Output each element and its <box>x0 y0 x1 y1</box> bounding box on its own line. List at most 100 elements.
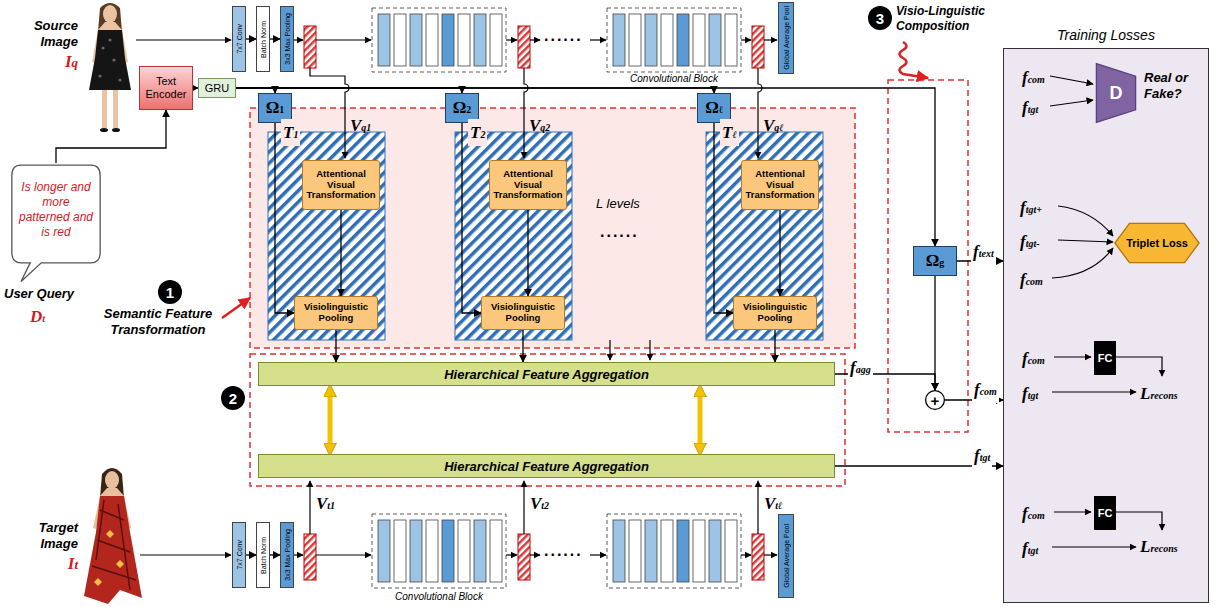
feature-label: Vt2 <box>530 490 549 517</box>
source-photo <box>112 58 115 61</box>
source-photo <box>118 78 121 81</box>
conv-block <box>725 520 737 582</box>
edge-label: fagg <box>848 354 873 381</box>
edge-label: T1 <box>281 119 300 146</box>
trap-outline <box>1096 64 1135 123</box>
connector <box>774 330 775 362</box>
target-photo <box>92 500 136 590</box>
conv-block <box>378 14 390 66</box>
conv-block <box>442 14 454 66</box>
flow-arrow <box>590 554 606 555</box>
conv-block <box>677 520 689 582</box>
source-photo <box>112 128 120 132</box>
target-photo <box>84 496 142 604</box>
conv-block <box>629 520 641 582</box>
norm-layer: Batch Norm <box>256 6 270 72</box>
target-photo <box>105 471 119 489</box>
node-text: Ωℓ <box>705 94 722 121</box>
conv-block <box>426 520 438 582</box>
node-text: Triplet Loss <box>1126 237 1188 249</box>
flow-arrow <box>758 68 762 158</box>
flow-arrow <box>741 39 751 40</box>
conv-layer: 7x7 Conv <box>232 522 246 588</box>
feature-label: Vq2 <box>529 112 550 139</box>
connector <box>335 330 336 362</box>
encoder-box: Text Encoder <box>139 66 193 110</box>
feature-map <box>304 26 316 68</box>
process-box: Visiolinguistic Pooling <box>481 296 565 330</box>
flow-arrow <box>309 481 310 534</box>
connector <box>462 123 481 313</box>
node-text: Global Average Pool <box>783 6 790 70</box>
conv-block <box>613 520 625 582</box>
connector <box>340 210 341 296</box>
node-text: Attentional Visual Transformation <box>303 169 379 202</box>
conv-block <box>490 520 502 582</box>
feature-label: fcom <box>1022 64 1045 91</box>
callout-number: 1 <box>158 280 182 304</box>
aggregation-bar: Hierarchical Feature Aggregation <box>258 362 835 386</box>
flow-arrow <box>649 340 650 360</box>
ellipsis: ...... <box>600 224 639 240</box>
symbol-label: Iq <box>40 52 78 72</box>
node-text: 7x7 Conv <box>236 540 243 570</box>
feature-map <box>752 534 764 580</box>
flow-arrow <box>1115 357 1162 376</box>
flow-arrow <box>764 39 777 40</box>
symbol-label: It <box>40 554 78 574</box>
node-text: Batch Norm <box>260 21 267 58</box>
level-label: L levels <box>596 196 640 211</box>
conv-block <box>372 514 506 588</box>
connector <box>56 110 166 163</box>
flow-arrow <box>741 554 751 555</box>
flow-arrow <box>530 39 540 40</box>
symbol-label: Dt <box>30 303 45 330</box>
panel-heading: Training Losses <box>1004 27 1208 43</box>
process-box: Visiolinguistic Pooling <box>294 296 378 330</box>
conv-block <box>677 14 689 66</box>
flow-arrow <box>764 554 777 555</box>
conv-block <box>394 520 406 582</box>
conv-block <box>474 14 486 66</box>
node-text: FC <box>1098 507 1113 519</box>
bubble-outline <box>12 165 100 281</box>
pool-layer: 3x3 Max Pooling <box>280 522 294 588</box>
node-text: Visiolinguistic Pooling <box>295 302 377 324</box>
process-box: Attentional Visual Transformation <box>302 160 380 210</box>
pool-layer: 3x3 Max Pooling <box>280 6 294 72</box>
node-text: Ω2 <box>453 94 472 121</box>
ellipsis: ...... <box>544 28 583 44</box>
flow-arrow <box>1115 512 1162 530</box>
feature-map <box>752 26 764 68</box>
flow-arrow <box>1054 356 1091 357</box>
discriminator: D <box>1096 63 1136 123</box>
norm-layer: Batch Norm <box>256 522 270 588</box>
image-label: Target Image <box>22 520 78 551</box>
flow-arrow <box>506 554 517 555</box>
feature-label: fcom <box>1022 500 1045 527</box>
connector <box>246 554 256 555</box>
node-text: Attentional Visual Transformation <box>742 169 818 202</box>
conv-block <box>645 520 657 582</box>
conv-block <box>474 520 486 582</box>
exchange-arrow <box>328 388 333 452</box>
source-photo <box>103 5 117 23</box>
flow-arrow <box>1052 248 1113 278</box>
flow-arrow <box>1058 240 1113 242</box>
node-text: 3x3 Max Pooling <box>284 13 291 65</box>
connector <box>270 38 280 39</box>
output-label: Real or Fake? <box>1144 70 1202 101</box>
level-box <box>268 132 385 340</box>
node-text: Visiolinguistic Pooling <box>734 302 816 324</box>
flow-arrow <box>590 39 606 40</box>
conv-block <box>661 14 673 66</box>
conv-block <box>372 8 741 588</box>
node-text: Batch Norm <box>260 537 267 574</box>
flow-arrow <box>136 39 231 40</box>
process-box: Attentional Visual Transformation <box>741 160 819 210</box>
flow-arrow <box>523 481 524 534</box>
target-photo <box>94 530 124 586</box>
conv-block <box>378 520 390 582</box>
conv-block <box>458 14 470 66</box>
pool-layer: Global Average Pool <box>778 2 794 74</box>
